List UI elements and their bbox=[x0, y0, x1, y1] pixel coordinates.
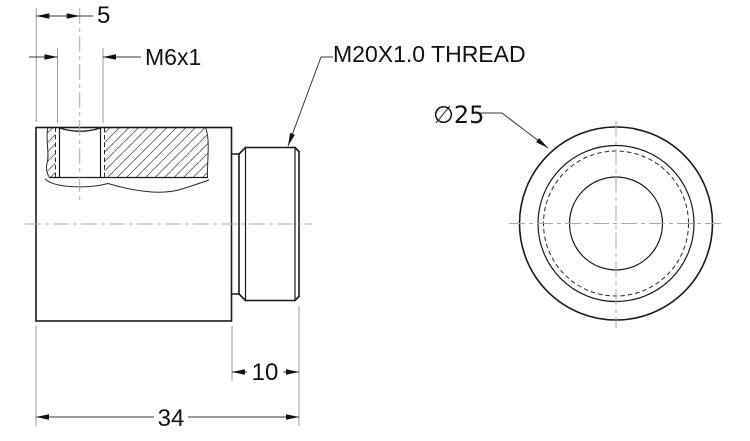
dimensions: 5 M6x1 M20X1.0 THREAD ∅25 10 bbox=[29, 2, 549, 432]
dim-text-5: 5 bbox=[97, 2, 110, 29]
end-chamfer-top bbox=[294, 146, 300, 153]
side-view bbox=[25, 8, 312, 322]
end-chamfer-bottom bbox=[294, 295, 300, 302]
relief-groove bbox=[230, 146, 247, 302]
dim-text-dia25: ∅25 bbox=[433, 101, 484, 129]
end-view bbox=[509, 121, 723, 328]
arrowhead bbox=[103, 54, 116, 60]
dimension-overall-length: 34 bbox=[36, 405, 299, 432]
break-line-left bbox=[45, 127, 50, 178]
thread-lead-chamfer-bottom bbox=[238, 293, 247, 302]
arrowhead bbox=[232, 369, 245, 375]
break-line-bottom bbox=[44, 178, 210, 193]
dimension-thread-length: 10 bbox=[232, 359, 299, 386]
arrowhead bbox=[286, 369, 299, 375]
thread-lead-chamfer-top bbox=[238, 146, 247, 155]
leader-line-m20 bbox=[287, 56, 333, 147]
arrowhead bbox=[36, 13, 50, 19]
dimension-tapped-hole: M6x1 bbox=[29, 44, 201, 70]
section-cutout bbox=[44, 126, 210, 193]
arrowhead bbox=[44, 54, 58, 60]
dim-text-10: 10 bbox=[252, 359, 279, 386]
dim-text-34: 34 bbox=[158, 405, 185, 432]
dim-text-m6: M6x1 bbox=[145, 44, 201, 70]
callout-outer-diameter: ∅25 bbox=[433, 101, 549, 149]
callout-external-thread: M20X1.0 THREAD bbox=[287, 41, 526, 147]
leader-line-dia25 bbox=[478, 112, 549, 149]
dimension-hole-offset: 5 bbox=[36, 2, 110, 29]
break-line-right bbox=[205, 127, 209, 178]
hatch-right-region bbox=[104, 127, 209, 178]
arrowhead bbox=[286, 414, 299, 420]
arrowhead bbox=[536, 138, 548, 148]
arrowhead bbox=[66, 13, 80, 19]
dim-text-m20: M20X1.0 THREAD bbox=[333, 41, 526, 67]
hatch-left-sliver bbox=[46, 127, 56, 178]
arrowhead bbox=[288, 132, 295, 146]
arrowhead bbox=[36, 414, 49, 420]
